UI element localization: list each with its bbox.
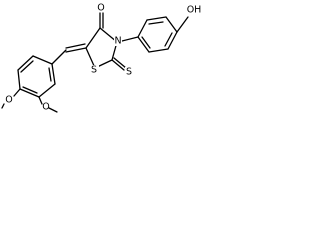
bond-o-me-meta <box>48 107 58 113</box>
bond-c5-ch-a <box>65 47 87 53</box>
bond-ar1-3 <box>19 88 40 98</box>
atom-labels: O N S S OH O O <box>5 3 201 113</box>
atom-hydroxyl: OH <box>187 5 202 16</box>
atom-ring-nitrogen: N <box>114 36 121 47</box>
atom-carbonyl-oxygen: O <box>97 3 104 14</box>
bond-s1-c5 <box>85 47 96 69</box>
chemical-structure: O N S S OH O O <box>1 3 201 113</box>
bond-ar2-2 <box>146 16 167 21</box>
bond-ar1-4 <box>17 69 21 90</box>
bond-ar1-inner-1 <box>48 67 52 82</box>
bond-ar1-inner-3 <box>20 60 34 73</box>
bonds <box>1 12 189 113</box>
bond-ar2-6 <box>137 36 150 53</box>
atom-ring-sulfur: S <box>91 65 97 76</box>
bond-c5-c4 <box>85 27 101 49</box>
bond-n-aryl <box>121 36 139 42</box>
bond-ar1-1 <box>51 63 56 85</box>
bond-ar1-2 <box>38 83 56 98</box>
bond-ar1-o-meta <box>38 96 43 105</box>
atom-thione-sulfur: S <box>126 67 132 78</box>
bond-c2-s-a <box>111 59 125 71</box>
bond-c5-ch-b <box>65 43 86 49</box>
bond-ar2-inner-3 <box>141 36 151 49</box>
bond-ar1-inner-2 <box>22 86 38 94</box>
bond-ar1-o-para <box>13 88 21 97</box>
bond-ar2-inner-1 <box>148 21 164 25</box>
bond-ar2-5 <box>148 48 169 53</box>
bond-ar2-4 <box>167 31 178 50</box>
bond-ar2-3 <box>165 16 178 33</box>
atom-methoxy-oxygen-meta: O <box>42 102 49 113</box>
atom-methoxy-oxygen-para: O <box>5 95 12 106</box>
bond-ar2-1 <box>137 19 148 38</box>
bond-ar2-oh <box>176 16 189 33</box>
bond-ch-aryl <box>51 49 67 65</box>
bond-ar2-inner-2 <box>164 32 173 47</box>
bond-c2-s-b <box>113 57 127 69</box>
bond-o-me-para <box>1 103 5 109</box>
bond-ar1-6 <box>32 55 53 65</box>
bond-ar1-5 <box>17 55 34 71</box>
